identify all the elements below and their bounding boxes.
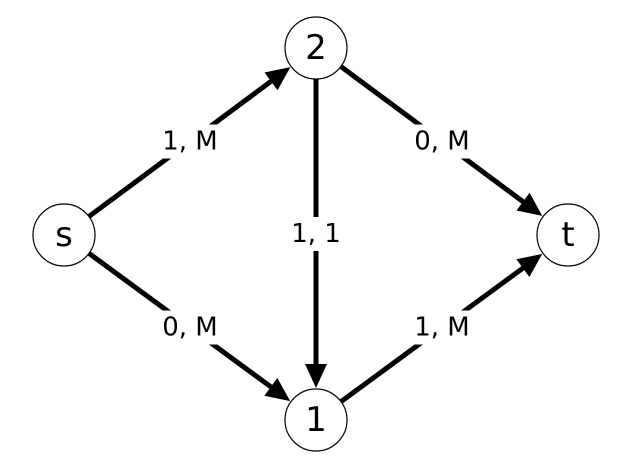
edge-2-to-t: 0, M <box>339 64 543 216</box>
node-label: s <box>55 215 73 255</box>
edge-label: 0, M <box>162 313 218 343</box>
edge-label-background <box>283 217 349 251</box>
arrowhead-icon <box>305 364 327 388</box>
node-circle <box>284 16 348 80</box>
node-circle <box>284 388 348 452</box>
node-t: t <box>536 203 600 267</box>
node-s: s <box>32 203 96 267</box>
node-circle <box>32 203 96 267</box>
edge-label: 0, M <box>414 127 470 157</box>
nodes-layer: s 2 1 t <box>32 16 600 452</box>
arrowhead-icon <box>516 253 543 278</box>
arrowhead-icon <box>264 67 291 91</box>
edge-label-background <box>409 124 475 159</box>
edge-label-background <box>157 124 223 159</box>
edge-s-to-1: 0, M <box>87 251 291 402</box>
edge-label: 1, M <box>162 127 218 157</box>
edge-2-to-1: 1, 1 <box>283 79 349 388</box>
edge-s-to-2: 1, M <box>87 67 291 219</box>
edge-label: 1, 1 <box>291 219 341 249</box>
edges-layer: 1, M 0, M 0, M 1, 1 1, M <box>87 64 543 404</box>
node-1: 1 <box>284 388 348 452</box>
edge-1-to-t: 1, M <box>339 253 543 404</box>
edge-label-background <box>409 310 475 345</box>
node-2: 2 <box>284 16 348 80</box>
edge-label: 1, M <box>414 313 470 343</box>
arrowhead-icon <box>264 377 291 402</box>
node-label: t <box>561 215 574 255</box>
edge-label-background <box>157 310 223 345</box>
node-label: 1 <box>305 400 327 440</box>
arrowhead-icon <box>516 192 543 216</box>
node-circle <box>536 203 600 267</box>
node-label: 2 <box>305 28 327 68</box>
